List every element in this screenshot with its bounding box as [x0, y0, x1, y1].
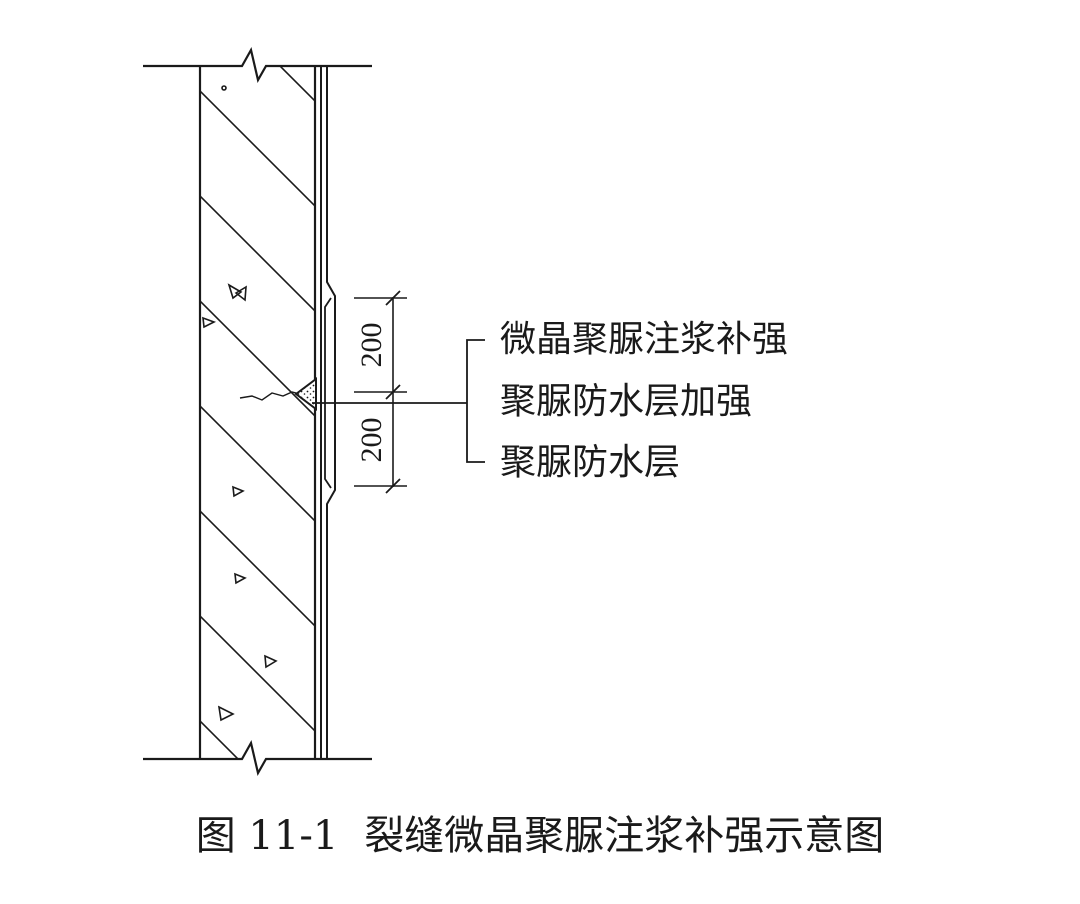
polyurea-reinforcement-strip — [324, 297, 332, 489]
dimension-label-upper: 200 — [355, 323, 388, 368]
wall-hatching — [200, 66, 315, 759]
dimension-label-lower: 200 — [355, 418, 388, 463]
figure-number: 图 11-1 — [195, 813, 339, 859]
callout-waterproof-layer: 聚脲防水层 — [500, 442, 681, 483]
callout-leader — [312, 339, 485, 463]
bottom-break-line — [143, 739, 372, 776]
polyurea-waterproof-layer — [320, 66, 336, 759]
figure-title: 裂缝微晶聚脲注浆补强示意图 — [364, 813, 885, 859]
dimension-lines — [354, 290, 407, 494]
callout-layer-reinforcement: 聚脲防水层加强 — [500, 381, 753, 422]
concrete-wall — [198, 66, 317, 759]
micro-crystal-grout-fill — [294, 377, 317, 411]
crack-line — [239, 391, 301, 401]
top-break-line — [143, 46, 372, 83]
figure-caption: 图 11-1 裂缝微晶聚脲注浆补强示意图 — [0, 808, 1080, 864]
aggregate-marks — [202, 85, 278, 722]
callout-grout-reinforcement: 微晶聚脲注浆补强 — [500, 319, 789, 360]
